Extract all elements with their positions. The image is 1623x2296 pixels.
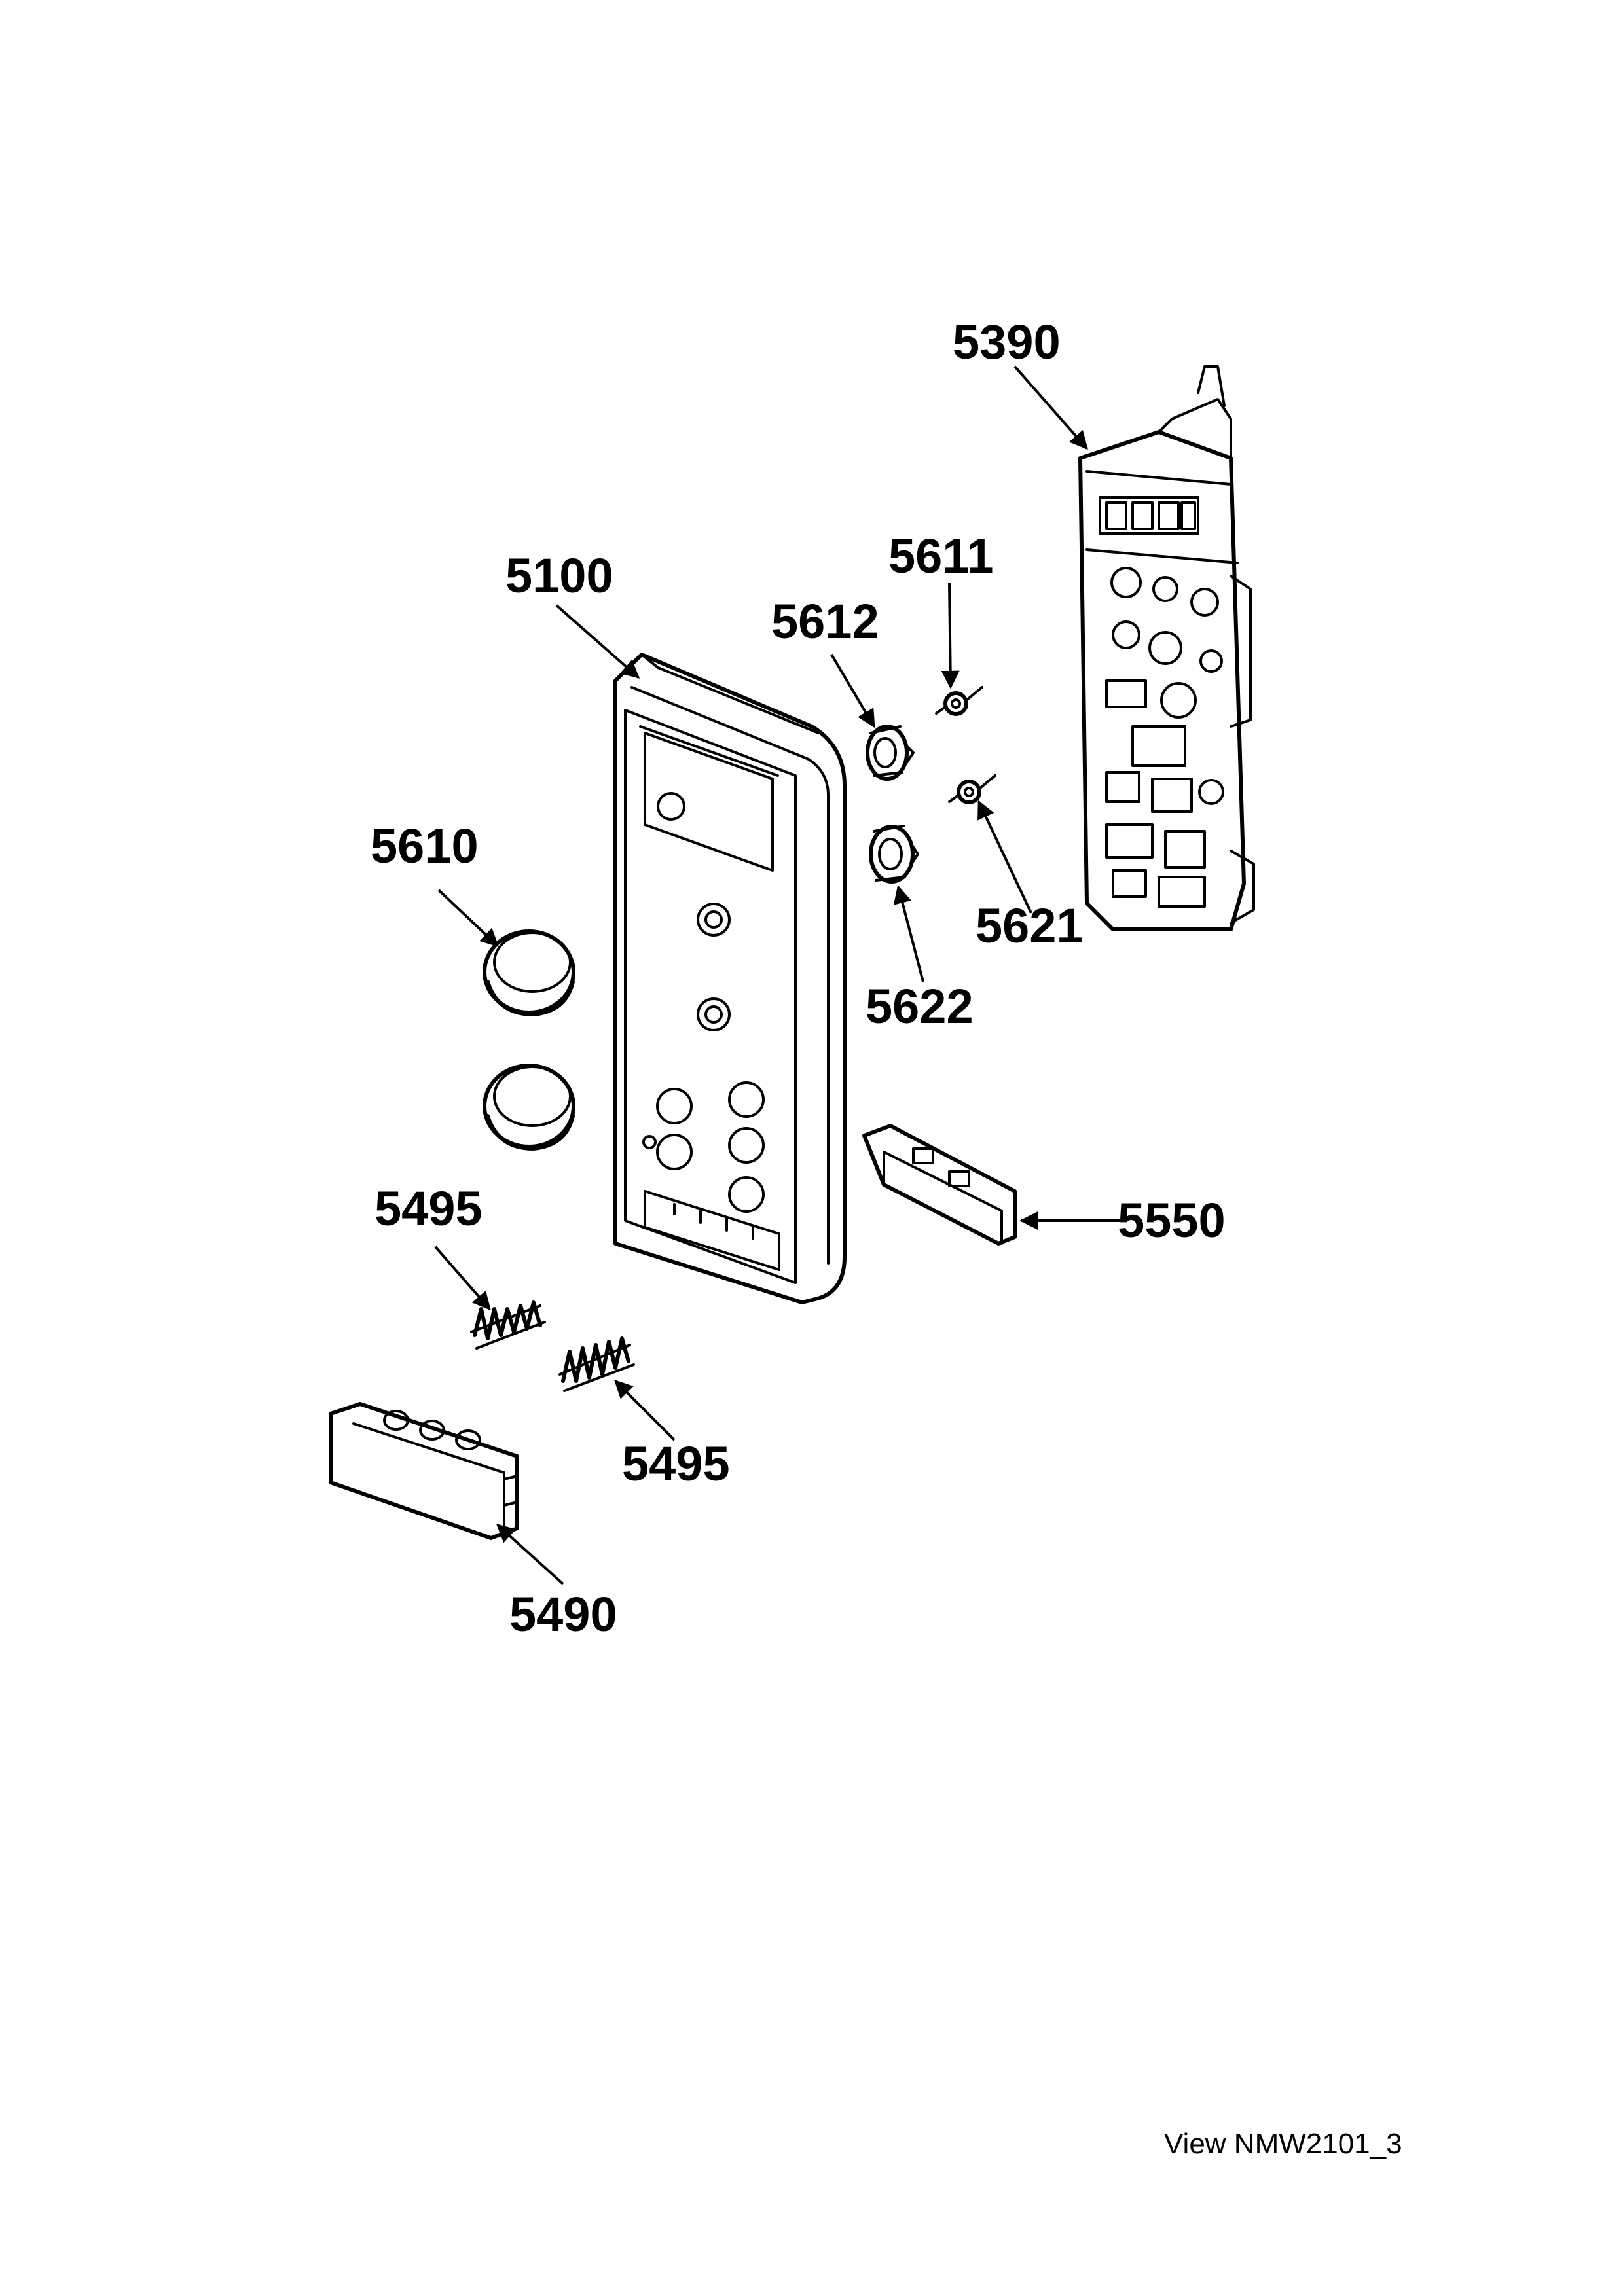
label-5611: 5611: [888, 529, 994, 583]
label-5610: 5610: [371, 819, 479, 873]
label-5550: 5550: [1118, 1193, 1226, 1247]
control-panel-frame: [613, 653, 847, 1304]
knob-shaft-lower: [869, 825, 919, 884]
spring-right: [558, 1336, 635, 1392]
label-5621: 5621: [976, 899, 1084, 953]
knob-shaft-upper: [866, 725, 915, 781]
label-5495-lower: 5495: [622, 1437, 730, 1491]
view-caption: View NMW2101_3: [1164, 2128, 1402, 2160]
leader-lines: [434, 365, 1120, 1585]
clip-upper: [935, 686, 983, 716]
circuit-board: [1078, 365, 1255, 931]
spring-left: [470, 1300, 546, 1350]
knob-cap-upper: [483, 929, 575, 1016]
label-5622: 5622: [866, 979, 974, 1033]
label-5100: 5100: [505, 548, 613, 603]
part-labels: 5390 5100 5611 5612 5610 5621 5622 5495 …: [371, 315, 1226, 1641]
label-5495-upper: 5495: [374, 1181, 483, 1236]
label-5390: 5390: [953, 315, 1061, 369]
knob-cap-lower: [483, 1064, 575, 1151]
button-bar: [329, 1402, 519, 1540]
door-switch: [862, 1124, 1017, 1246]
label-5612: 5612: [771, 594, 879, 649]
clip-lower: [948, 774, 996, 804]
label-5490: 5490: [509, 1587, 617, 1641]
